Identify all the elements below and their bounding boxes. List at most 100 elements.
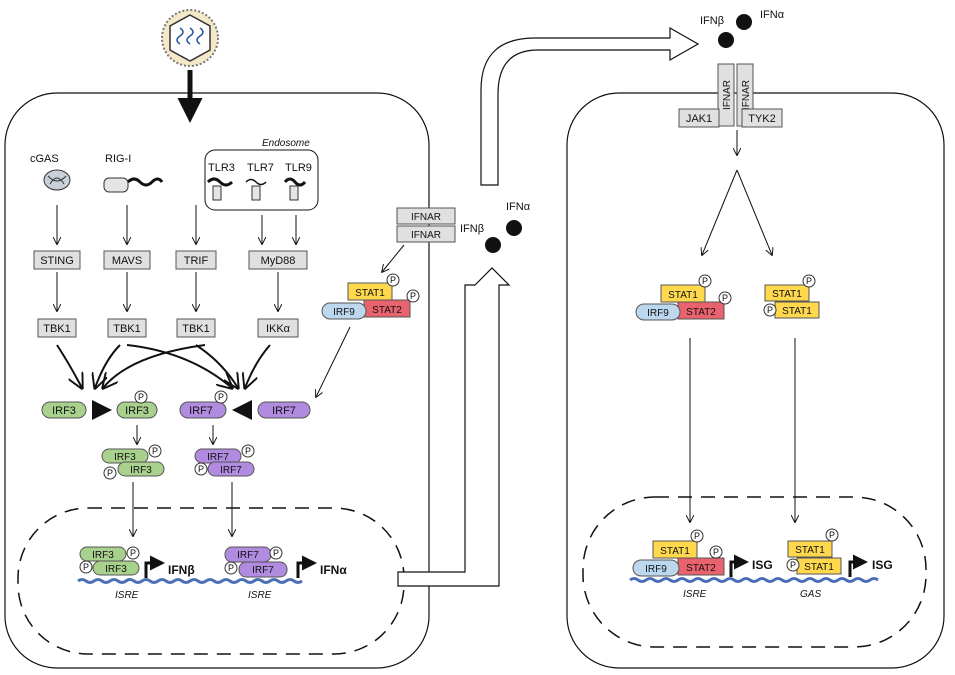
svg-text:IFNα: IFNα [506, 201, 531, 213]
svg-text:P: P [694, 531, 700, 541]
dna-strand-left [77, 578, 303, 584]
ifna-gene-label: IFNα [320, 563, 347, 577]
svg-text:IRF3: IRF3 [130, 465, 152, 476]
svg-text:P: P [198, 464, 204, 474]
dna-strand-right [629, 577, 879, 583]
svg-text:P: P [245, 446, 251, 456]
svg-text:STAT2: STAT2 [686, 563, 716, 574]
tbk1-node-trif: TBK1 [176, 318, 216, 338]
isgf3-complex-right: STAT1 STAT2 IRF9 P P [635, 274, 732, 321]
svg-text:STAT1: STAT1 [660, 546, 690, 557]
svg-text:IFNα: IFNα [760, 9, 785, 21]
svg-text:STAT1: STAT1 [355, 288, 385, 299]
svg-text:IFNAR: IFNAR [411, 212, 441, 223]
svg-text:P: P [130, 548, 136, 558]
svg-text:P: P [218, 392, 224, 402]
nuclear-isgf3: STAT1 STAT2 IRF9 P P [632, 529, 725, 577]
nuclear-irf7-dimer: IRF7 IRF7 P P [224, 546, 288, 578]
tyk2-node: TYK2 [741, 108, 783, 128]
svg-text:JAK1: JAK1 [686, 113, 712, 125]
trif-node: TRIF [175, 250, 217, 270]
ifn-molecules-top: IFNα IFNβ [700, 9, 785, 48]
isg-label-1: ISG [752, 558, 773, 572]
svg-text:IRF3: IRF3 [52, 405, 76, 417]
sting-node: STING [33, 250, 81, 270]
virus-icon [161, 9, 219, 67]
svg-text:MAVS: MAVS [112, 255, 142, 267]
gaf-stat1-dimer-right: STAT1 STAT1 P P [763, 274, 820, 319]
ikka-node: IKKα [257, 318, 299, 338]
svg-text:IFNβ: IFNβ [460, 223, 484, 235]
svg-text:P: P [83, 562, 89, 572]
jak1-node: JAK1 [678, 108, 720, 128]
isre-label-2: ISRE [248, 590, 272, 601]
svg-text:P: P [713, 547, 719, 557]
svg-text:IRF7: IRF7 [252, 565, 274, 576]
tlr7-label: TLR7 [247, 162, 274, 174]
endosome-label: Endosome [262, 138, 310, 149]
svg-text:P: P [767, 305, 773, 315]
svg-text:TBK1: TBK1 [43, 323, 71, 335]
svg-text:IRF3: IRF3 [105, 564, 127, 575]
mavs-node: MAVS [103, 250, 151, 270]
svg-text:P: P [829, 530, 835, 540]
svg-text:P: P [702, 276, 708, 286]
svg-text:STING: STING [40, 255, 74, 267]
svg-text:STAT1: STAT1 [772, 289, 802, 300]
svg-text:IRF3: IRF3 [125, 405, 149, 417]
svg-text:IFNβ: IFNβ [700, 15, 724, 27]
svg-text:TBK1: TBK1 [182, 323, 210, 335]
svg-text:IRF7: IRF7 [220, 465, 242, 476]
tlr9-label: TLR9 [285, 162, 312, 174]
secretion-arrow-out [397, 267, 511, 587]
svg-text:STAT1: STAT1 [668, 290, 698, 301]
svg-text:IRF9: IRF9 [333, 307, 355, 318]
svg-text:P: P [806, 276, 812, 286]
svg-text:TRIF: TRIF [184, 255, 209, 267]
svg-text:STAT1: STAT1 [795, 545, 825, 556]
tlr9-icon [283, 177, 307, 201]
svg-text:P: P [152, 446, 158, 456]
secretion-arrow-to-neighbor [480, 26, 700, 186]
svg-text:IRF7: IRF7 [272, 405, 296, 417]
irf7-phosphorylated: IRF7 P [179, 390, 228, 419]
isgf3-complex-left: STAT1 STAT2 IRF9 P P [321, 273, 420, 320]
gas-label: GAS [800, 589, 821, 600]
svg-text:IRF3: IRF3 [92, 550, 114, 561]
tbk1-node-sting: TBK1 [37, 318, 77, 338]
svg-text:TBK1: TBK1 [113, 323, 141, 335]
endosome [204, 149, 319, 211]
isre-label-right: ISRE [683, 589, 707, 600]
infected-cell-membrane [4, 92, 430, 669]
cgas-icon [43, 169, 71, 191]
irf3-dimer: IRF3 IRF3 P P [101, 444, 165, 480]
ifnar-left-cell: IFNAR IFNAR [396, 207, 456, 243]
rigi-label: RIG-I [105, 153, 131, 165]
ifnb-gene-label: IFNβ [168, 563, 195, 577]
irf3-inactive: IRF3 [41, 401, 87, 419]
svg-text:IFNAR: IFNAR [741, 80, 752, 110]
nuclear-irf3-dimer: IRF3 IRF3 P P [79, 546, 140, 576]
neighbor-cell-membrane [566, 92, 945, 669]
svg-text:P: P [273, 548, 279, 558]
tlr7-icon [245, 178, 267, 201]
svg-text:P: P [790, 560, 796, 570]
rigi-icon [103, 177, 164, 193]
svg-text:STAT2: STAT2 [372, 305, 402, 316]
neighbor-cell-nucleus [582, 496, 927, 648]
svg-text:P: P [228, 563, 234, 573]
svg-text:TYK2: TYK2 [748, 113, 776, 125]
irf7-inactive: IRF7 [257, 401, 311, 419]
svg-text:IKKα: IKKα [266, 323, 291, 335]
svg-text:P: P [722, 293, 728, 303]
svg-text:P: P [138, 392, 144, 402]
svg-text:STAT1: STAT1 [804, 562, 834, 573]
irf7-dimer: IRF7 IRF7 P P [194, 444, 255, 477]
tlr3-icon [206, 177, 234, 201]
isg-label-2: ISG [872, 558, 893, 572]
myd88-node: MyD88 [248, 250, 308, 270]
svg-text:MyD88: MyD88 [261, 255, 296, 267]
svg-text:IFNAR: IFNAR [411, 230, 441, 241]
